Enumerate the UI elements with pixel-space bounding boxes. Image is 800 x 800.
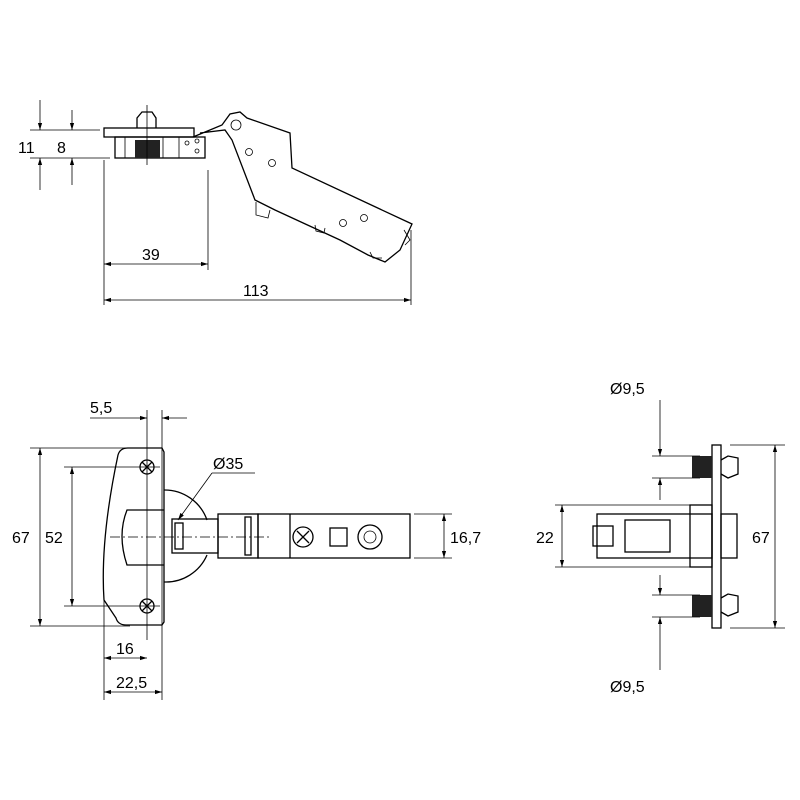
dim-52-label: 52 <box>45 530 63 547</box>
dim-11-label: 11 <box>18 140 35 157</box>
front-view: 5,5 Ø35 67 52 16 22,5 16,7 <box>12 400 481 700</box>
dim-16-7-label: 16,7 <box>450 530 481 547</box>
top-view: 11 8 39 113 <box>18 100 413 305</box>
dim-67-front-label: 67 <box>12 530 30 547</box>
hinge-front <box>102 447 411 626</box>
dim-dowel-bottom-label: Ø9,5 <box>610 679 645 696</box>
dim-113-label: 113 <box>243 283 269 300</box>
hinge-end <box>592 444 739 629</box>
dim-16-label: 16 <box>116 641 134 658</box>
hinge-side-profile <box>103 105 413 263</box>
dim-67-side-label: 67 <box>752 530 770 547</box>
dim-22-label: 22 <box>536 530 554 547</box>
dim-22-5-label: 22,5 <box>116 675 147 692</box>
dim-dowel-top-label: Ø9,5 <box>610 381 645 398</box>
dim-39-label: 39 <box>142 247 160 264</box>
dim-8-label: 8 <box>57 140 66 157</box>
dim-cup-diameter-label: Ø35 <box>213 456 243 473</box>
dim-5-5-label: 5,5 <box>90 400 112 417</box>
side-view: Ø9,5 Ø9,5 22 67 <box>536 381 785 696</box>
